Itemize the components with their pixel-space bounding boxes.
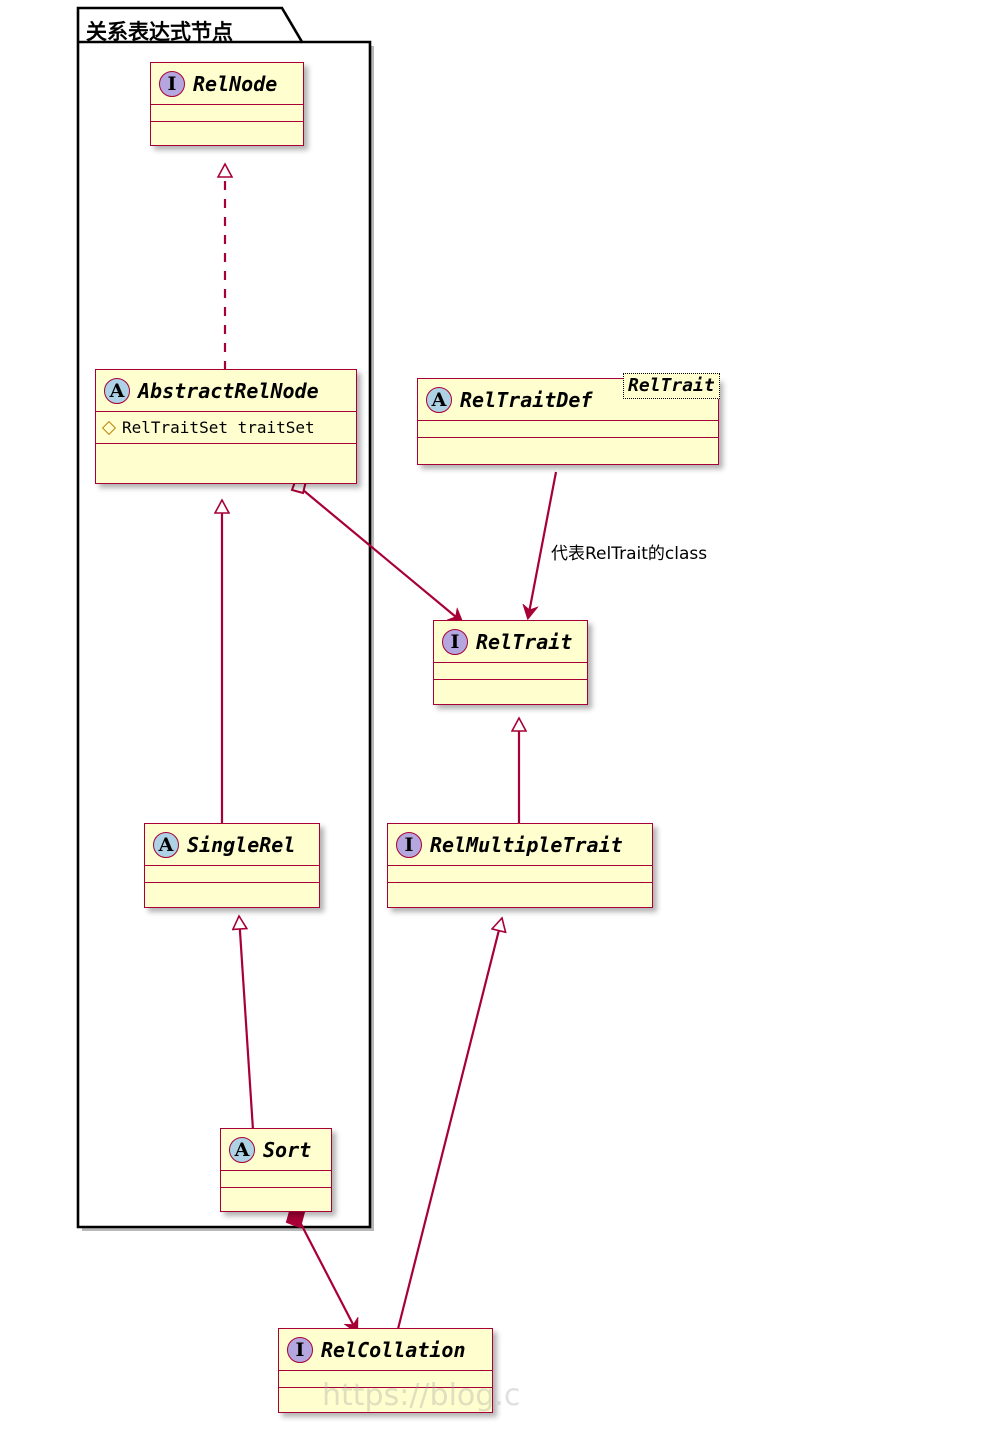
class-header-relnode: I RelNode: [151, 63, 303, 105]
class-name-reltrait: RelTrait: [476, 629, 573, 654]
class-attributes-compartment: [145, 866, 319, 883]
class-box-relnode[interactable]: I RelNode: [150, 62, 304, 146]
abstract-icon: A: [153, 831, 179, 858]
class-name-abstractrelnode: AbstractRelNode: [138, 378, 319, 403]
class-methods-compartment: [221, 1188, 331, 1205]
class-header-singlerel: A SingleRel: [145, 824, 319, 866]
class-methods-compartment: [96, 444, 356, 461]
class-methods-compartment: [388, 883, 652, 900]
field-label: RelTraitSet traitSet: [122, 418, 315, 437]
interface-icon: I: [396, 831, 422, 858]
class-header-reltraitdef: A RelTraitDef: [418, 379, 718, 421]
class-methods-compartment: [279, 1388, 492, 1405]
class-box-relcollation[interactable]: I RelCollation: [278, 1328, 493, 1413]
abstract-icon: A: [229, 1136, 255, 1163]
abstract-icon: A: [104, 377, 130, 404]
class-name-relnode: RelNode: [193, 71, 278, 96]
edge-abstractrelnode-aggregates-reltrait: [290, 477, 462, 622]
class-name-sort: Sort: [263, 1137, 312, 1162]
package-title: 关系表达式节点: [86, 20, 233, 44]
edge-sort-composes-relcollation: [285, 1206, 357, 1332]
class-box-sort[interactable]: A Sort: [220, 1128, 332, 1212]
protected-visibility-icon: [101, 420, 117, 435]
class-attributes-compartment: [221, 1171, 331, 1188]
class-box-singlerel[interactable]: A SingleRel: [144, 823, 320, 908]
class-header-abstractrelnode: A AbstractRelNode: [96, 370, 356, 412]
class-name-relcollation: RelCollation: [321, 1337, 466, 1362]
edge-label-reltraitdef-to-reltrait: 代表RelTrait的class: [551, 544, 708, 564]
class-name-reltraitdef: RelTraitDef: [460, 387, 593, 412]
abstract-icon: A: [426, 386, 452, 413]
class-methods-compartment: [418, 438, 718, 455]
interface-icon: I: [442, 628, 468, 655]
class-header-relcollation: I RelCollation: [279, 1329, 492, 1371]
class-attributes-compartment: [418, 421, 718, 438]
class-attributes-compartment: [151, 105, 303, 122]
class-attributes-compartment: [279, 1371, 492, 1388]
class-attributes-compartment: [388, 866, 652, 883]
class-name-singlerel: SingleRel: [187, 832, 296, 857]
interface-icon: I: [159, 70, 185, 97]
class-attributes-compartment: RelTraitSet traitSet: [96, 412, 356, 444]
class-header-sort: A Sort: [221, 1129, 331, 1171]
class-attributes-compartment: [434, 663, 587, 680]
class-methods-compartment: [151, 122, 303, 139]
class-methods-compartment: [145, 883, 319, 900]
class-header-reltrait: I RelTrait: [434, 621, 587, 663]
interface-icon: I: [287, 1336, 313, 1363]
field-row: RelTraitSet traitSet: [101, 418, 315, 437]
class-box-reltrait[interactable]: I RelTrait: [433, 620, 588, 705]
edge-sort-extends-singlerel: [239, 916, 255, 1131]
class-box-abstractrelnode[interactable]: A AbstractRelNode RelTraitSet traitSet: [95, 369, 357, 484]
edge-relcollation-extends-relmultipletrait: [396, 918, 502, 1330]
generic-type-parameter-reltraitdef: RelTrait: [623, 373, 720, 399]
class-box-relmultipletrait[interactable]: I RelMultipleTrait: [387, 823, 653, 908]
class-methods-compartment: [434, 680, 587, 697]
class-header-relmultipletrait: I RelMultipleTrait: [388, 824, 652, 866]
class-name-relmultipletrait: RelMultipleTrait: [430, 832, 623, 857]
